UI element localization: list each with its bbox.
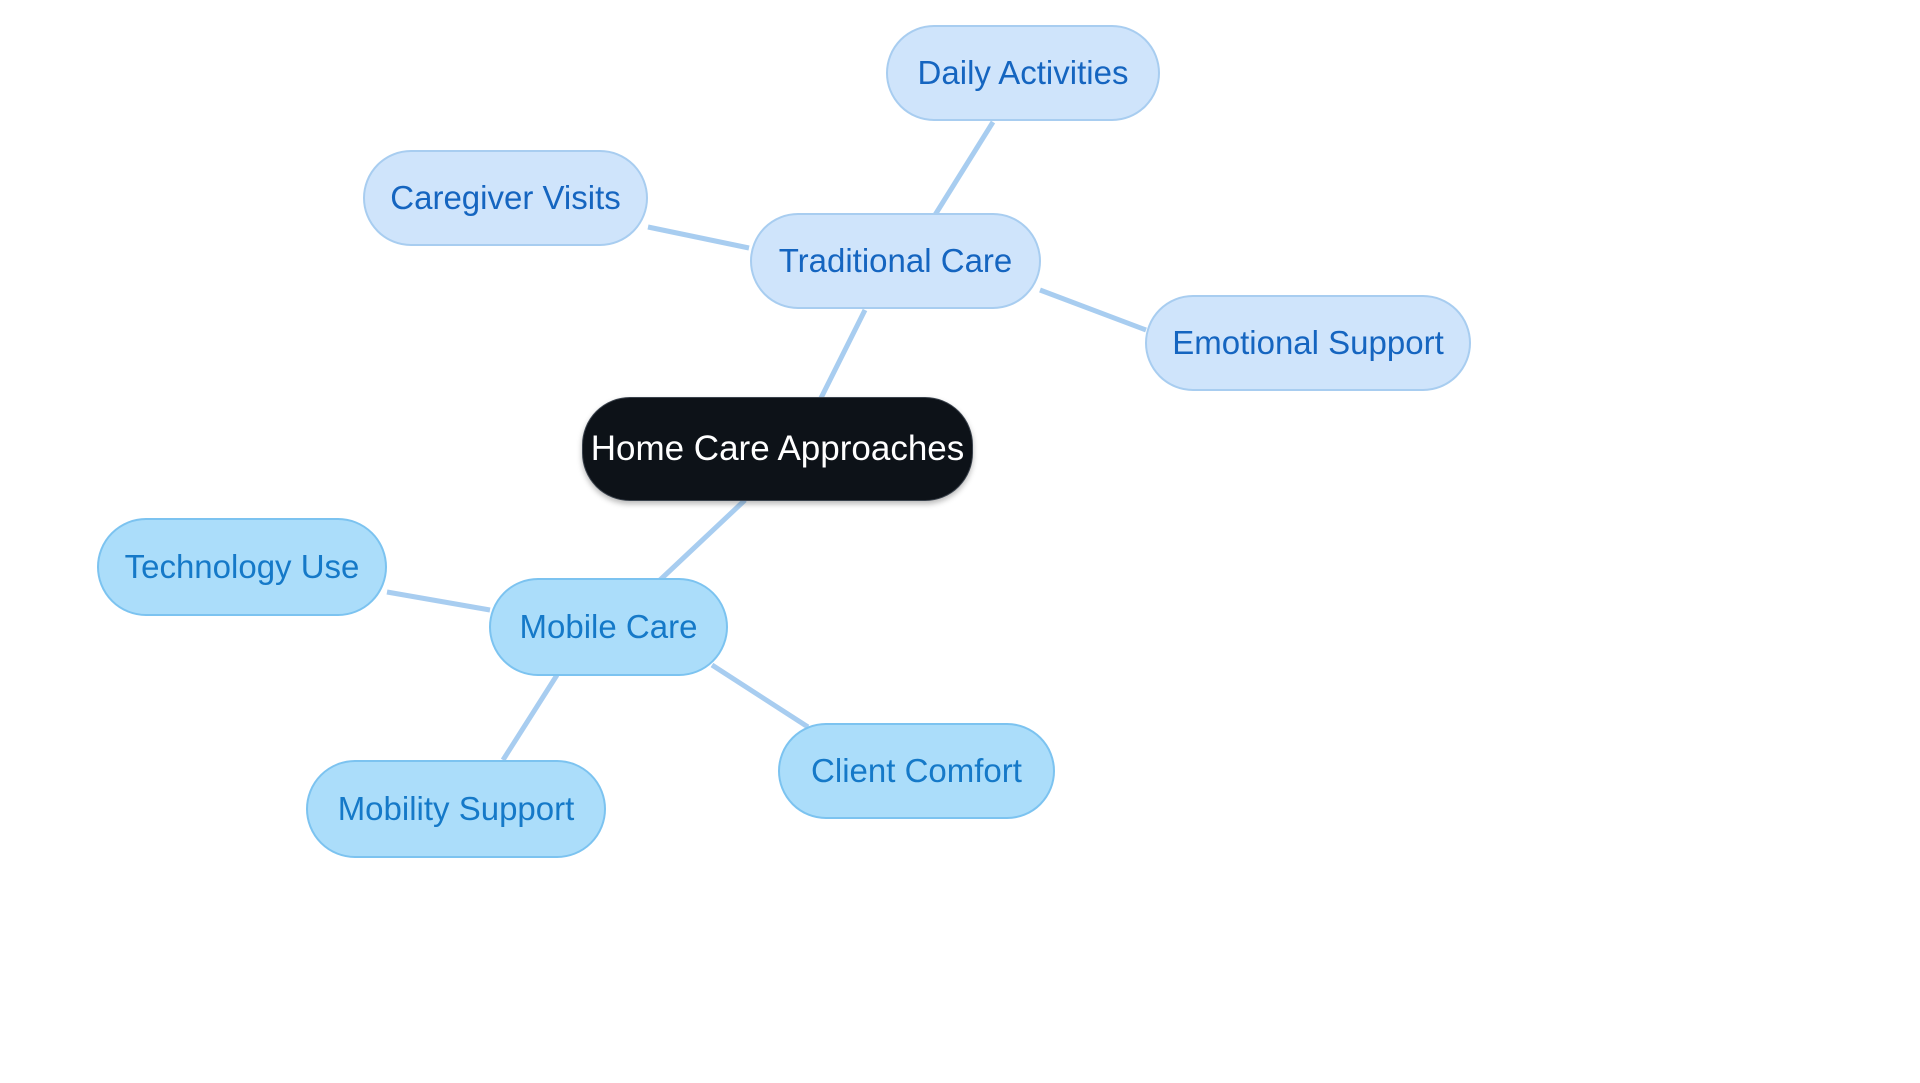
node-label: Home Care Approaches (590, 428, 965, 468)
node-root-home-care-approaches[interactable]: Home Care Approaches (582, 397, 973, 501)
node-traditional-care[interactable]: Traditional Care (750, 213, 1041, 309)
node-label: Emotional Support (1172, 323, 1444, 361)
edge-branch_traditional-to-leaf_emotional_support (1039, 287, 1147, 333)
edge-root-to-branch_traditional (817, 308, 868, 402)
node-caregiver-visits[interactable]: Caregiver Visits (363, 150, 648, 246)
node-label: Technology Use (124, 547, 360, 585)
node-label: Traditional Care (778, 241, 1013, 279)
node-daily-activities[interactable]: Daily Activities (886, 25, 1160, 121)
node-label: Client Comfort (811, 751, 1022, 789)
node-emotional-support[interactable]: Emotional Support (1145, 295, 1471, 391)
node-mobility-support[interactable]: Mobility Support (306, 760, 606, 858)
node-label: Daily Activities (917, 53, 1129, 91)
edge-branch_traditional-to-leaf_daily_activities (932, 120, 996, 217)
node-client-comfort[interactable]: Client Comfort (778, 723, 1055, 819)
edge-branch_mobile-to-leaf_client_comfort (710, 662, 810, 730)
edge-branch_mobile-to-leaf_technology_use (386, 589, 491, 613)
node-label: Mobile Care (519, 607, 698, 645)
node-label: Mobility Support (337, 789, 575, 827)
edge-branch_traditional-to-leaf_caregiver_visits (647, 224, 750, 251)
node-technology-use[interactable]: Technology Use (97, 518, 387, 616)
node-mobile-care[interactable]: Mobile Care (489, 578, 728, 676)
edge-branch_mobile-to-leaf_mobility_support (500, 673, 560, 762)
node-label: Caregiver Visits (390, 178, 621, 216)
edge-root-to-branch_mobile (658, 498, 747, 582)
